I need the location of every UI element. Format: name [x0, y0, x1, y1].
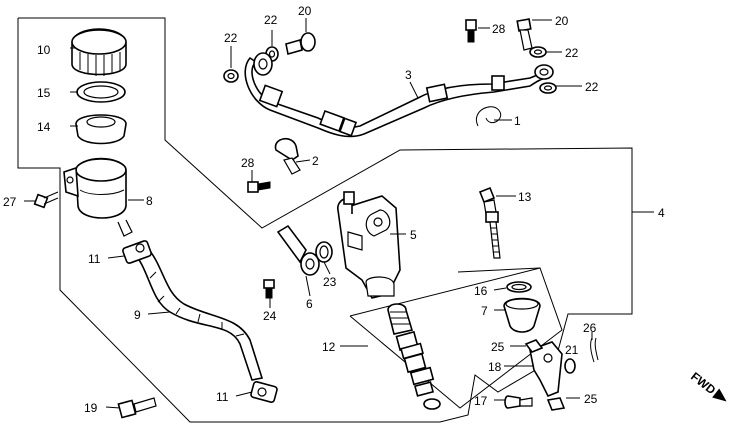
washer-22d	[539, 82, 557, 94]
bolt-28a	[465, 19, 477, 43]
callout-2: 2	[312, 154, 319, 168]
cotter-pin	[590, 337, 599, 363]
brake-hose	[244, 52, 554, 138]
screw-24	[263, 279, 275, 299]
clevis-pin	[504, 395, 533, 409]
washer-21	[564, 358, 576, 374]
washer-22b	[265, 46, 279, 62]
callout-16: 16	[474, 284, 488, 298]
bolt-19	[117, 397, 157, 419]
callout-20-a: 20	[298, 4, 312, 18]
reservoir-cap	[71, 28, 127, 76]
hose-clip-top	[122, 240, 152, 264]
reservoir-hose	[130, 245, 264, 381]
bolt-28b	[247, 181, 271, 193]
callout-17: 17	[474, 394, 488, 408]
callout-4: 4	[658, 206, 665, 220]
callout-12: 12	[322, 340, 336, 354]
push-rod	[478, 186, 501, 259]
callout-22-d: 22	[585, 80, 599, 94]
callout-28-b: 28	[241, 156, 255, 170]
callout-19: 19	[84, 401, 98, 415]
callout-18: 18	[488, 360, 502, 374]
washer-22a	[223, 69, 239, 83]
bolt-27	[33, 191, 59, 209]
callout-26: 26	[583, 321, 597, 335]
callout-25-a: 25	[491, 340, 505, 354]
callout-28-a: 28	[492, 22, 506, 36]
callout-22-c: 22	[565, 46, 579, 60]
hose-clamp	[274, 138, 301, 175]
callout-3: 3	[405, 68, 412, 82]
washer-22c	[529, 46, 547, 58]
hose-clip-bottom	[250, 381, 278, 403]
o-ring-23	[315, 241, 333, 263]
callout-15: 15	[37, 86, 51, 100]
callout-25-b: 25	[584, 392, 598, 406]
callout-7: 7	[481, 304, 488, 318]
callout-20-b: 20	[555, 14, 569, 28]
master-cylinder-body	[337, 191, 401, 299]
push-rod-joint	[529, 341, 563, 398]
callout-11-bottom: 11	[216, 390, 229, 404]
pipe-clip	[475, 106, 502, 127]
callout-6: 6	[306, 297, 313, 311]
callout-13: 13	[518, 190, 532, 204]
boot-group-outline	[457, 267, 541, 273]
callout-1: 1	[514, 114, 521, 128]
diaphragm-ring	[76, 81, 126, 103]
callout-8: 8	[146, 194, 153, 208]
hose-joint	[276, 224, 320, 276]
boot	[503, 297, 541, 333]
callout-11-top: 11	[88, 252, 101, 266]
callout-10: 10	[37, 43, 51, 57]
callout-23: 23	[323, 275, 337, 289]
callout-21: 21	[565, 343, 579, 357]
callout-24: 24	[263, 309, 277, 323]
assembly-outline	[17, 17, 633, 423]
bolt-20b	[516, 18, 533, 51]
reservoir-body	[63, 157, 133, 237]
boot-ring	[506, 281, 532, 293]
callout-27: 27	[3, 195, 17, 209]
piston-set	[387, 303, 441, 410]
leader-lines	[24, 18, 654, 409]
callout-14: 14	[37, 120, 51, 134]
diaphragm-plate	[75, 114, 127, 145]
callout-9: 9	[134, 308, 141, 322]
bolt-20a	[285, 32, 316, 56]
forward-arrow: FWD	[688, 369, 727, 402]
callout-5: 5	[410, 228, 417, 242]
callout-22-a: 22	[224, 31, 238, 45]
lock-nut-top	[524, 339, 544, 353]
lock-nut-bottom	[546, 397, 566, 411]
fwd-label: FWD	[688, 369, 718, 397]
callout-22-b: 22	[264, 13, 278, 27]
